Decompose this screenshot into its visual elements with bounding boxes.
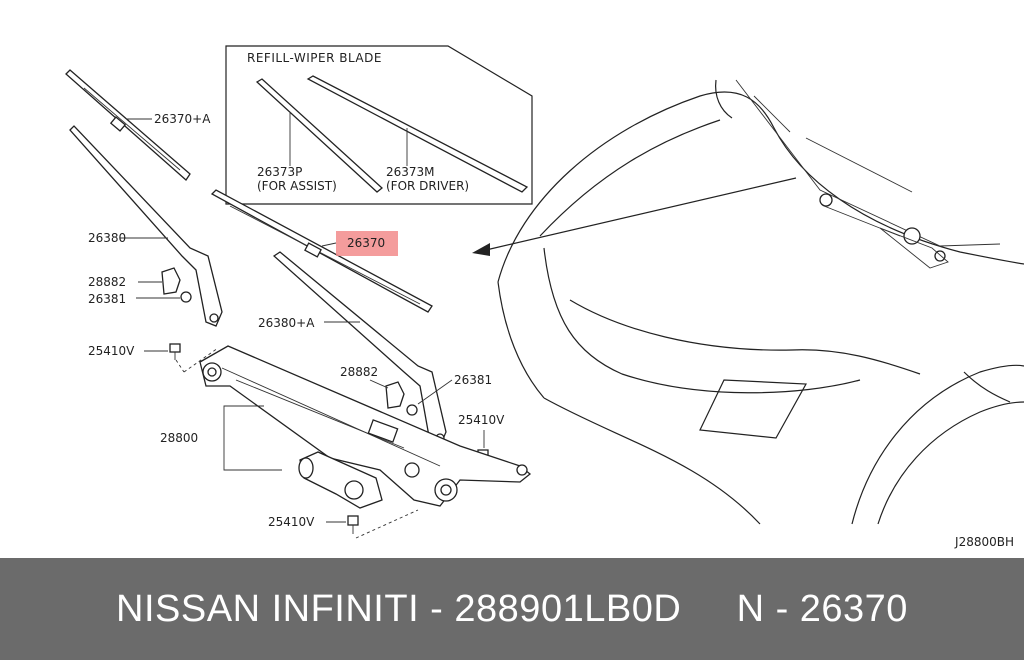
label-blade-driver: 26370 [347,236,385,250]
arm-left: 26380 [69,125,223,327]
label-bolt-left-top: 25410V [88,344,135,358]
footer-text: NISSAN INFINITI - 288901LB0D N - 26370 [116,588,908,631]
label-bolt-bottom: 25410V [268,515,315,529]
footer-gap [681,588,736,630]
label-arm-left: 26380 [88,231,126,245]
label-cap-right: 28882 [340,365,378,379]
footer-banner: NISSAN INFINITI - 288901LB0D N - 26370 [0,558,1024,660]
label-blade-assist: 26370+A [154,112,211,126]
label-nut-left: 26381 [88,292,126,306]
refill-driver-note: (FOR DRIVER) [386,179,469,193]
blade-assist: 26370+A [65,69,211,181]
parts-diagram: REFILL-WIPER BLADE 26373P (FOR ASSIST) 2… [65,45,1024,549]
bolt-left-top: 25410V [88,343,219,373]
nut-left: 26381 [88,291,192,306]
label-arm-driver: 26380+A [258,316,315,330]
footer-separator: - [419,587,455,630]
blade-driver: 26370 [210,189,433,313]
arm-driver: 26380+A [258,251,447,447]
label-cap-left: 28882 [88,275,126,289]
refill-assist-part: 26373P [257,165,302,179]
nut-right: 26381 [406,373,492,416]
refill-driver-part: 26373M [386,165,435,179]
label-bolt-right: 25410V [458,413,505,427]
refill-inset-box: REFILL-WIPER BLADE 26373P (FOR ASSIST) 2… [225,45,533,205]
linkage-assembly: 28800 [160,345,532,509]
pointer-arrow [472,177,797,256]
car-outline [497,79,1024,525]
label-linkage: 28800 [160,431,198,445]
bolt-bottom: 25410V [268,509,419,539]
cap-left: 28882 [88,267,181,295]
footer-ref: N - 26370 [736,587,908,630]
diagram-code: J28800BH [954,535,1014,549]
refill-assist-strip [255,78,384,193]
refill-assist-note: (FOR ASSIST) [257,179,337,193]
footer-part-number: 288901LB0D [454,587,682,630]
refill-driver-strip [306,75,529,193]
highlight-26370 [336,231,398,256]
footer-brand: NISSAN INFINITI [116,587,420,630]
cap-right: 28882 [340,365,405,409]
refill-box-title: REFILL-WIPER BLADE [247,51,382,65]
label-nut-right: 26381 [454,373,492,387]
